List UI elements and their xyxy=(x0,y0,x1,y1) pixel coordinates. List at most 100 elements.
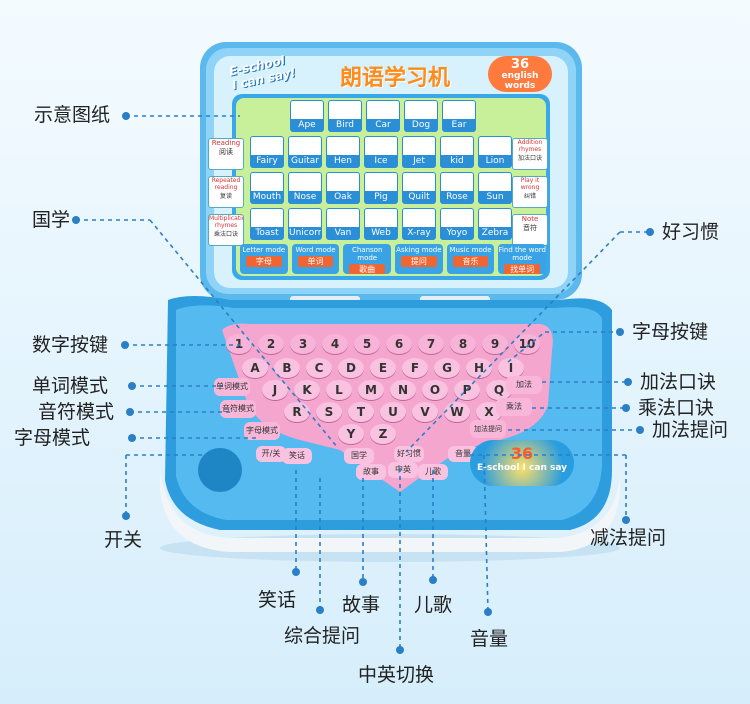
word-card: Fairy xyxy=(250,136,284,168)
screen-header: E-school I can say! 朗语学习机 36 english wor… xyxy=(222,53,562,94)
word-card: Guitar xyxy=(288,136,322,168)
callout-note-mode: 音符模式 xyxy=(38,401,115,423)
mode-key-letter[interactable]: 字母模式 xyxy=(244,422,280,440)
callout-cn-en-switch: 中英切换 xyxy=(358,664,435,686)
callout-letter-mode: 字母模式 xyxy=(14,427,91,449)
key-m[interactable]: M xyxy=(358,380,384,400)
word-card: Quilt xyxy=(402,172,436,204)
key-y[interactable]: Y xyxy=(338,424,364,444)
key-jokes[interactable]: 笑话 xyxy=(282,448,312,464)
key-9[interactable]: 9 xyxy=(482,334,508,354)
callout-jokes: 笑话 xyxy=(258,589,297,611)
key-cn-en-switch[interactable]: 中英 xyxy=(388,462,418,478)
key-k[interactable]: K xyxy=(294,380,320,400)
key-s[interactable]: S xyxy=(316,402,342,422)
word-card: Unicorn xyxy=(288,208,322,240)
word-card: Sun xyxy=(478,172,512,204)
key-t[interactable]: T xyxy=(348,402,374,422)
word-card: Nose xyxy=(288,172,322,204)
key-n[interactable]: N xyxy=(390,380,416,400)
word-card: Dog xyxy=(404,100,438,132)
screen-title: 朗语学习机 xyxy=(340,66,451,91)
word-card: Yoyo xyxy=(440,208,474,240)
key-stories[interactable]: 故事 xyxy=(356,464,386,480)
key-p[interactable]: P xyxy=(454,380,480,400)
key-r[interactable]: R xyxy=(284,402,310,422)
key-a[interactable]: A xyxy=(242,358,268,378)
key-4[interactable]: 4 xyxy=(322,334,348,354)
key-1[interactable]: 1 xyxy=(226,334,252,354)
key-i[interactable]: I xyxy=(498,358,524,378)
callout-number-keys: 数字按键 xyxy=(32,334,109,356)
word-card: Ice xyxy=(364,136,398,168)
brand-text: E-school I can say! xyxy=(227,53,297,93)
key-5[interactable]: 5 xyxy=(354,334,380,354)
callout-nursery-rhymes: 儿歌 xyxy=(414,594,453,616)
key-o[interactable]: O xyxy=(422,380,448,400)
key-g[interactable]: G xyxy=(434,358,460,378)
word-card: Pig xyxy=(364,172,398,204)
callout-multiplication-rhymes: 乘法口诀 xyxy=(638,397,715,419)
callout-good-habits: 好习惯 xyxy=(662,221,720,243)
key-c[interactable]: C xyxy=(306,358,332,378)
english-words-badge: 36 english words xyxy=(488,56,552,92)
key-7[interactable]: 7 xyxy=(418,334,444,354)
word-card: Toast xyxy=(250,208,284,240)
key-nursery-rhymes[interactable]: 儿歌 xyxy=(418,464,448,480)
key-6[interactable]: 6 xyxy=(386,334,412,354)
word-card: Web xyxy=(364,208,398,240)
mode-key-word[interactable]: 单词模式 xyxy=(214,378,250,396)
word-card: X-ray xyxy=(402,208,436,240)
word-card: Zebra xyxy=(478,208,512,240)
word-card: Lion xyxy=(478,136,512,168)
key-b[interactable]: B xyxy=(274,358,300,378)
callout-diagram-paper: 示意图纸 xyxy=(34,104,111,126)
word-card: Bird xyxy=(328,100,362,132)
key-guoxue[interactable]: 国学 xyxy=(344,448,374,464)
mode-key-note[interactable]: 音符模式 xyxy=(220,400,256,418)
key-good-habits[interactable]: 好习惯 xyxy=(394,446,424,462)
key-multiplication-rhyme[interactable]: 乘法 xyxy=(496,398,532,416)
key-f[interactable]: F xyxy=(402,358,428,378)
key-v[interactable]: V xyxy=(412,402,438,422)
callout-stories: 故事 xyxy=(342,594,381,616)
key-e[interactable]: E xyxy=(370,358,396,378)
key-w[interactable]: W xyxy=(444,402,470,422)
key-power[interactable]: 开/关 xyxy=(256,446,286,462)
key-addition-rhyme[interactable]: 加法 xyxy=(506,376,542,394)
word-card: Mouth xyxy=(250,172,284,204)
key-u[interactable]: U xyxy=(380,402,406,422)
key-h[interactable]: H xyxy=(466,358,492,378)
callout-subtraction-question: 减法提问 xyxy=(590,527,667,549)
key-8[interactable]: 8 xyxy=(450,334,476,354)
key-3[interactable]: 3 xyxy=(290,334,316,354)
base-sticker: 36 E-school I can say xyxy=(470,440,574,486)
word-card: Jet xyxy=(402,136,436,168)
key-j[interactable]: J xyxy=(262,380,288,400)
word-card: Hen xyxy=(326,136,360,168)
callout-power-switch: 开关 xyxy=(104,529,143,551)
key-z[interactable]: Z xyxy=(370,424,396,444)
key-addition-question[interactable]: 加法提问 xyxy=(470,420,506,438)
key-d[interactable]: D xyxy=(338,358,364,378)
key-l[interactable]: L xyxy=(326,380,352,400)
word-card: Oak xyxy=(326,172,360,204)
key-2[interactable]: 2 xyxy=(258,334,284,354)
word-card: Car xyxy=(366,100,400,132)
key-10[interactable]: 10 xyxy=(514,334,540,354)
